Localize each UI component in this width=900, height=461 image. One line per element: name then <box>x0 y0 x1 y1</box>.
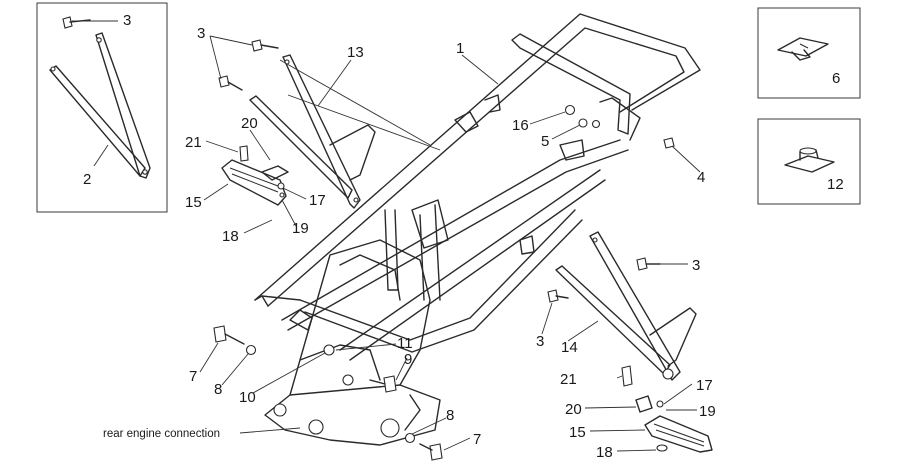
callout-3: 3 <box>692 257 700 274</box>
nut-part-16 <box>564 104 576 116</box>
callout-4: 4 <box>697 169 705 186</box>
main-frame-part-1 <box>254 13 701 446</box>
callout-9: 9 <box>404 351 412 368</box>
callout-13: 13 <box>347 44 364 61</box>
callout-21: 21 <box>560 371 577 388</box>
callout-11: 11 <box>397 335 413 352</box>
bolt-part-3-upper <box>218 39 279 91</box>
bolt-part-9 <box>369 375 397 393</box>
callout-2: 2 <box>83 171 91 188</box>
callout-17: 17 <box>309 192 326 209</box>
callout-21: 21 <box>185 134 202 151</box>
cage-nut-part-12 <box>784 147 835 173</box>
callout-3: 3 <box>536 333 544 350</box>
inset-box-left <box>36 2 168 213</box>
callout-19: 19 <box>699 403 716 420</box>
callout-12: 12 <box>827 176 844 193</box>
footpeg-right <box>621 365 713 453</box>
strut-part-2-inset <box>49 32 151 179</box>
inset-box-part-6 <box>757 7 861 99</box>
bolt-part-7-lower <box>419 443 443 461</box>
strut-part-14 <box>555 231 697 381</box>
rear-engine-connection-caption: rear engine connection <box>103 428 220 440</box>
callout-3: 3 <box>197 25 205 42</box>
callout-20: 20 <box>565 401 582 418</box>
nut-part-10 <box>323 344 335 356</box>
callout-15: 15 <box>569 424 586 441</box>
callout-18: 18 <box>222 228 239 245</box>
callout-labels: 2 3 3 13 1 21 20 15 17 18 19 16 5 4 6 12… <box>83 12 844 461</box>
footpeg-left <box>221 145 289 206</box>
inset-box-part-12 <box>757 118 861 205</box>
clip-part-6 <box>777 37 829 61</box>
bolt-part-4 <box>663 137 675 149</box>
callout-18: 18 <box>596 444 613 461</box>
washer-part-8-upper <box>245 344 257 356</box>
callout-20: 20 <box>241 115 258 132</box>
callout-6: 6 <box>832 70 840 87</box>
washer-part-8-lower <box>404 432 416 444</box>
bolt-part-7-upper <box>213 325 245 345</box>
callout-10: 10 <box>239 389 256 406</box>
callout-14: 14 <box>561 339 578 356</box>
callout-7: 7 <box>473 431 481 448</box>
washer-part-5 <box>578 118 601 129</box>
callout-3: 3 <box>123 12 131 29</box>
callout-16: 16 <box>512 117 529 134</box>
callout-17: 17 <box>696 377 713 394</box>
bolt-part-3-inset <box>62 16 91 29</box>
callout-5: 5 <box>541 133 549 150</box>
bolt-part-3-right <box>547 257 661 303</box>
callout-8: 8 <box>214 381 222 398</box>
callout-7: 7 <box>189 368 197 385</box>
callout-19: 19 <box>292 220 309 237</box>
callout-8: 8 <box>446 407 454 424</box>
callout-1: 1 <box>456 40 464 57</box>
callout-15: 15 <box>185 194 202 211</box>
strut-part-13 <box>249 54 376 209</box>
leader-lines <box>72 20 701 452</box>
